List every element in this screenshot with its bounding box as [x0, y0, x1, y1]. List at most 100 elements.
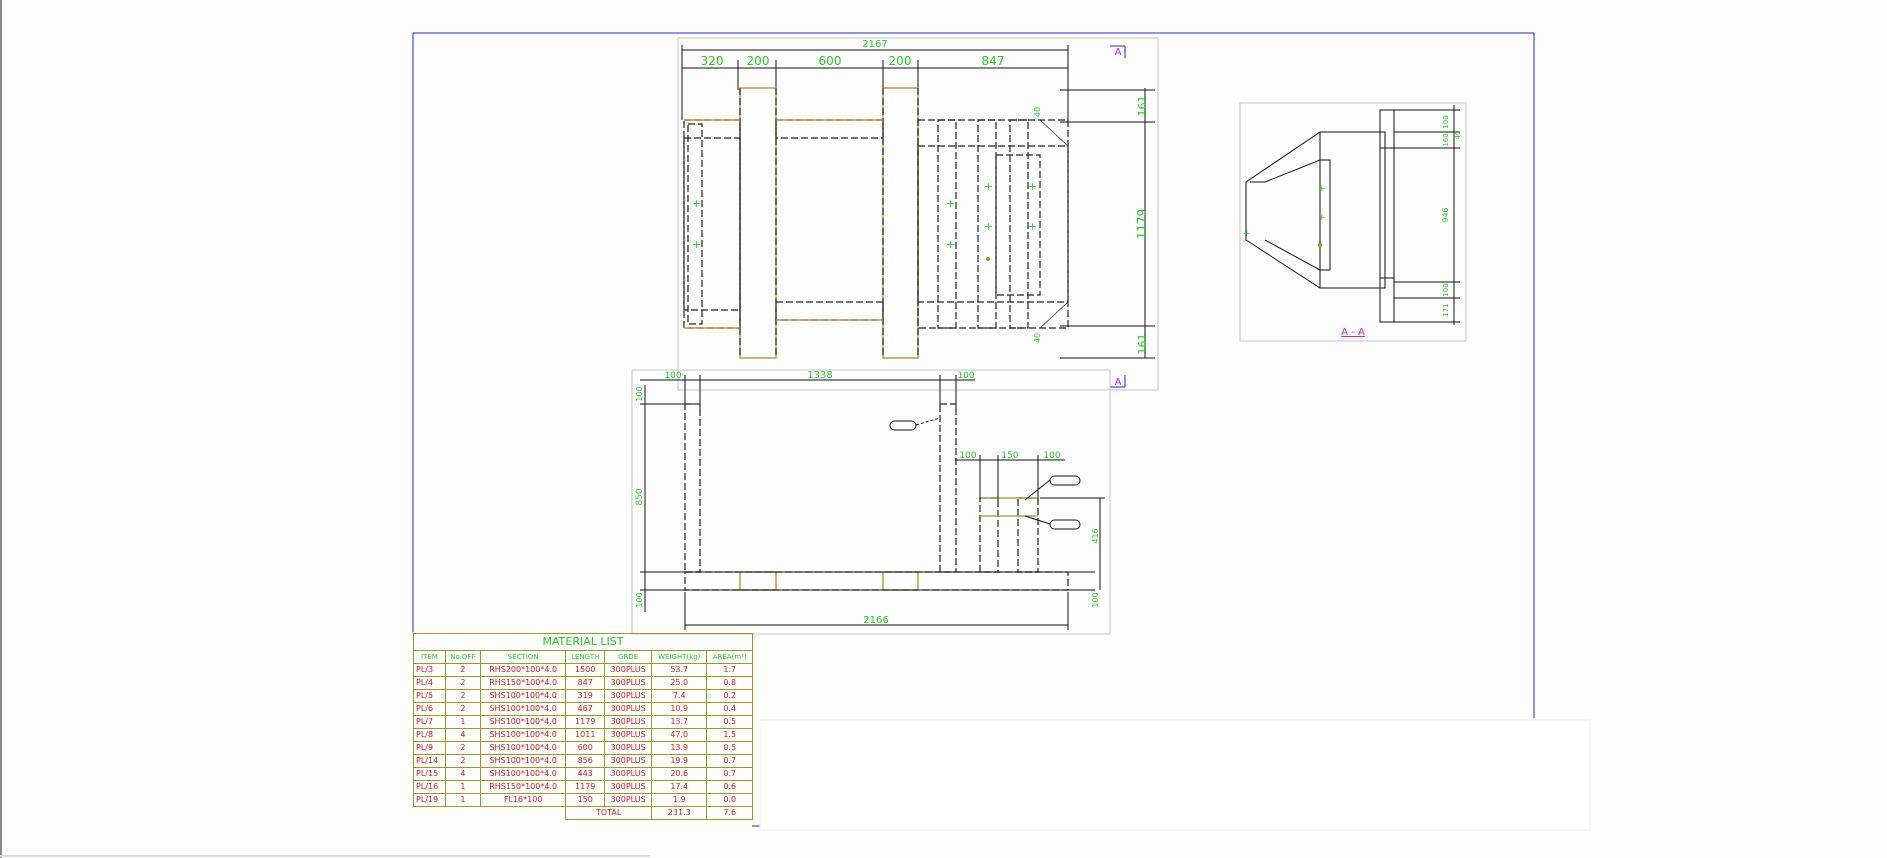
table-cell: 0.4	[706, 702, 753, 716]
table-cell: PL/5	[413, 689, 446, 703]
table-cell: 1179	[565, 780, 606, 794]
table-cell: 2	[444, 702, 482, 716]
dim-sub-2: 150	[1001, 451, 1018, 461]
total-area: 7.6	[706, 806, 753, 820]
section-mark-top: A	[1115, 47, 1122, 58]
total-label: TOTAL	[565, 806, 653, 820]
table-cell: 1	[444, 715, 482, 729]
table-cell: 300PLUS	[604, 728, 653, 742]
table-cell: 1	[444, 793, 482, 807]
table-cell: PL/8	[413, 728, 446, 742]
table-cell: 443	[565, 767, 606, 781]
header-cell: GRDE	[604, 650, 653, 664]
table-cell: PL/16	[413, 780, 446, 794]
table-cell: 10.9	[651, 702, 708, 716]
dim-segment-1: 320	[701, 54, 724, 68]
svg-text:+: +	[1243, 229, 1251, 239]
table-cell: SHS100*100*4.0	[480, 689, 567, 703]
table-cell: PL/7	[413, 715, 446, 729]
dim-right-bottom: 161	[1136, 334, 1149, 355]
table-cell: 319	[565, 689, 606, 703]
table-cell: 47.0	[651, 728, 708, 742]
table-cell: 0.7	[706, 754, 753, 768]
dim-top-left: 100	[664, 371, 681, 381]
table-cell: PL/3	[413, 663, 446, 677]
dim-left-height: 850	[635, 488, 645, 505]
elevation-view: 100 1338 100 100 850 100 100 150 100	[631, 369, 1111, 635]
table-cell: 0.7	[706, 767, 753, 781]
dim-small-top: 40	[1033, 107, 1042, 117]
table-cell: 300PLUS	[604, 689, 653, 703]
table-cell: 300PLUS	[604, 780, 653, 794]
table-cell: 1	[444, 780, 482, 794]
table-cell: 300PLUS	[604, 663, 653, 677]
table-cell: 300PLUS	[604, 741, 653, 755]
plan-view: 2167 320 200 600 200 847	[677, 37, 1159, 391]
dim-right-top: 161	[1136, 96, 1149, 117]
table-cell: PL/6	[413, 702, 446, 716]
section-dim-1: 40	[1454, 131, 1462, 140]
table-cell: FL16*100	[480, 793, 567, 807]
table-cell: 20.6	[651, 767, 708, 781]
table-cell: RHS200*100*4.0	[480, 663, 567, 677]
dim-segment-2: 200	[747, 54, 770, 68]
table-cell: 53.7	[651, 663, 708, 677]
table-cell: SHS100*100*4.0	[480, 702, 567, 716]
svg-text:+: +	[1318, 184, 1326, 194]
table-cell: PL/9	[413, 741, 446, 755]
dim-left-bottom: 100	[635, 592, 644, 607]
table-cell: 856	[565, 754, 606, 768]
table-cell: 4	[444, 728, 482, 742]
svg-text:+: +	[692, 238, 701, 251]
table-cell: 0.5	[706, 741, 753, 755]
dim-right-post: 416	[1091, 528, 1100, 543]
table-cell: 17.4	[651, 780, 708, 794]
table-cell: SHS100*100*4.0	[480, 767, 567, 781]
svg-text:+: +	[984, 220, 993, 233]
dim-overall-width: 2167	[862, 39, 887, 50]
dim-bottom-length: 2166	[863, 615, 888, 626]
header-cell: SECTION	[480, 650, 567, 664]
section-dim-2: 100	[1442, 115, 1450, 128]
table-cell: PL/15	[413, 767, 446, 781]
table-cell: 300PLUS	[604, 702, 653, 716]
material-list-title: MATERIAL LIST	[413, 633, 753, 651]
table-cell: 1.9	[651, 793, 708, 807]
total-weight: 231.3	[651, 806, 708, 820]
dim-top-right: 100	[957, 371, 974, 381]
dim-segment-5: 847	[982, 54, 1005, 68]
table-cell: RHS150*100*4.0	[480, 780, 567, 794]
header-cell: LENGTH	[565, 650, 606, 664]
table-cell: 0.0	[706, 793, 753, 807]
table-cell: 4	[444, 767, 482, 781]
table-cell: 13.7	[651, 715, 708, 729]
table-cell: 300PLUS	[604, 754, 653, 768]
dim-small-bottom: 40	[1033, 333, 1042, 343]
table-cell: 2	[444, 689, 482, 703]
table-cell: SHS100*100*4.0	[480, 715, 567, 729]
header-cell: ITEM	[413, 650, 446, 664]
svg-text:+: +	[984, 180, 993, 193]
dim-right-base: 100	[1091, 592, 1100, 607]
table-cell: PL/4	[413, 676, 446, 690]
table-cell: RHS150*100*4.0	[480, 676, 567, 690]
svg-text:+: +	[692, 197, 701, 210]
dim-segment-4: 200	[889, 54, 912, 68]
table-cell: 7.4	[651, 689, 708, 703]
table-cell: 847	[565, 676, 606, 690]
svg-text:+: +	[946, 197, 955, 210]
section-view-a-a: 40 100 160 946 100 171 +++ A - A	[1239, 102, 1467, 342]
table-cell: 0.8	[706, 676, 753, 690]
